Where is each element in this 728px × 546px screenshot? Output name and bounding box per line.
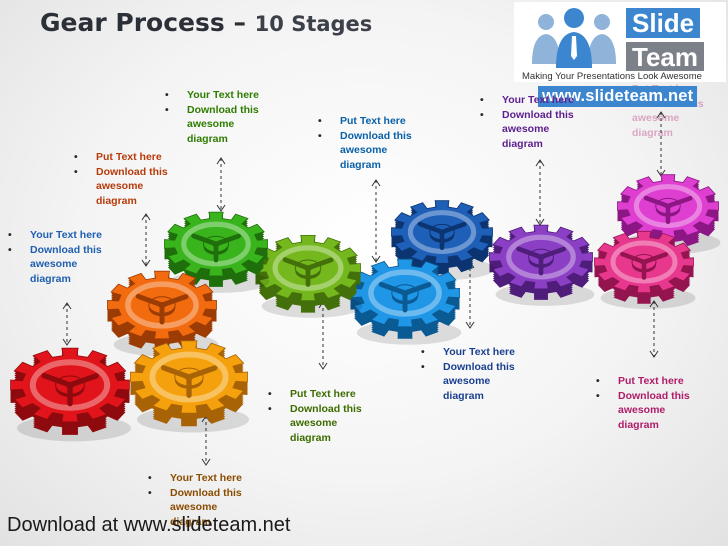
callout-green2: Put Text here Download this awesome diag… bbox=[268, 387, 378, 445]
callout-purple-line2: Download this awesome diagram bbox=[480, 108, 590, 152]
logo-word-team: Team bbox=[626, 42, 704, 72]
footer-download-link[interactable]: Download at www.slideteam.net bbox=[7, 514, 291, 536]
callout-pink-line2: Download this awesome diagram bbox=[596, 389, 706, 433]
arrow-red bbox=[62, 302, 72, 346]
callout-orange-line1: Put Text here bbox=[74, 150, 184, 165]
logo-tagline: Making Your Presentations Look Awesome bbox=[522, 71, 722, 82]
callout-pink: Put Text here Download this awesome diag… bbox=[596, 374, 706, 432]
callout-lblue-line2: Download this awesome diagram bbox=[318, 129, 428, 173]
callout-purple: Your Text here Download this awesome dia… bbox=[480, 93, 590, 151]
gear-red bbox=[10, 347, 131, 442]
callout-green2-line1: Put Text here bbox=[268, 387, 378, 402]
gear-green2 bbox=[255, 235, 363, 318]
people-icon bbox=[532, 8, 616, 68]
gear-pink bbox=[594, 230, 696, 309]
arrow-green1 bbox=[216, 157, 226, 212]
gear-yellow bbox=[130, 340, 250, 433]
callout-green1-line2: Download this awesome diagram bbox=[165, 103, 275, 147]
callout-red-line2: Download this awesome diagram bbox=[8, 243, 108, 287]
arrow-orange bbox=[141, 213, 151, 267]
callout-green2-line2: Download this awesome diagram bbox=[268, 402, 378, 446]
callout-lblue-line1: Put Text here bbox=[318, 114, 428, 129]
page-title: Gear Process – 10 Stages bbox=[40, 8, 372, 37]
gear-orange bbox=[107, 270, 219, 357]
callout-pink-line1: Put Text here bbox=[596, 374, 706, 389]
callout-green1-line1: Your Text here bbox=[165, 88, 275, 103]
title-main: Gear Process – bbox=[40, 8, 255, 37]
callout-dblue-line1: Your Text here bbox=[421, 345, 531, 360]
callout-yellow-line2: Download this awesome diagram bbox=[148, 486, 258, 530]
arrow-lblue bbox=[371, 179, 381, 263]
callout-red: Your Text here Download this awesome dia… bbox=[8, 228, 108, 286]
arrow-purple bbox=[535, 159, 545, 226]
gear-lblue bbox=[350, 258, 462, 345]
gear-purple bbox=[489, 224, 595, 306]
callout-orange: Put Text here Download this awesome diag… bbox=[74, 150, 184, 208]
gear-dblue bbox=[391, 200, 495, 280]
callout-yellow: Your Text here Download this awesome dia… bbox=[148, 471, 258, 529]
slideteam-logo: Slide Team Making Your Presentations Loo… bbox=[514, 2, 726, 110]
callout-red-line1: Your Text here bbox=[8, 228, 108, 243]
callout-lblue: Put Text here Download this awesome diag… bbox=[318, 114, 428, 172]
callout-dblue-line2: Download this awesome diagram bbox=[421, 360, 531, 404]
title-subtitle: 10 Stages bbox=[254, 12, 373, 36]
arrow-pink bbox=[649, 300, 659, 358]
callout-orange-line2: Download this awesome diagram bbox=[74, 165, 184, 209]
callout-dblue: Your Text here Download this awesome dia… bbox=[421, 345, 531, 403]
callout-purple-line1: Your Text here bbox=[480, 93, 590, 108]
gear-green1 bbox=[164, 211, 270, 293]
callout-green1: Your Text here Download this awesome dia… bbox=[165, 88, 275, 146]
logo-word-slide: Slide bbox=[626, 8, 701, 38]
callout-yellow-line1: Your Text here bbox=[148, 471, 258, 486]
